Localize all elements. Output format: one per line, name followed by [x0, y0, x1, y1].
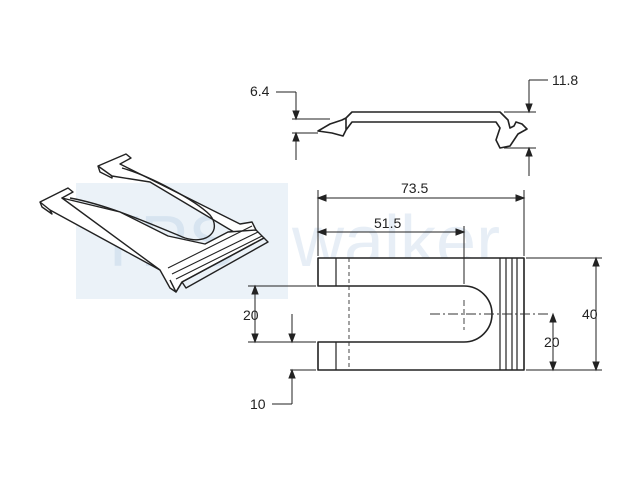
dim-20-right-label: 20	[544, 334, 560, 350]
dim-51-5-label: 51.5	[374, 215, 401, 231]
dim-20-left	[248, 284, 316, 344]
dim-20-left-arrow-bottom	[251, 333, 259, 344]
iso-ridges	[167, 225, 263, 280]
dim-51-5-arrow-right	[455, 228, 466, 236]
dim-6-4-arrow-bottom	[292, 131, 300, 142]
dim-11-8	[504, 79, 548, 176]
dim-73-5-label: 73.5	[401, 180, 428, 196]
dim-73-5-arrow-left	[316, 194, 327, 202]
dim-51-5-arrow-left	[316, 228, 327, 236]
side-view	[317, 111, 528, 149]
dim-51-5	[316, 226, 466, 284]
profile-outline	[317, 111, 528, 149]
dim-11-8-arrow-bottom	[525, 146, 533, 157]
iso-right-arm	[97, 153, 258, 239]
dim-11-8-label: 11.8	[552, 72, 578, 88]
dim-73-5-arrow-right	[515, 194, 526, 202]
dim-73-5	[316, 190, 526, 256]
dim-6-4-arrow-top	[292, 110, 300, 121]
dim-40-arrow-top	[592, 256, 600, 267]
plan-view	[317, 257, 548, 371]
isometric-view	[39, 153, 269, 293]
dim-20-left-arrow-top	[251, 284, 259, 295]
dim-10	[272, 314, 316, 405]
dim-20-right-arrow-top	[549, 312, 557, 323]
iso-right-arm-edge	[97, 165, 113, 179]
dim-20-left-label: 20	[243, 307, 259, 323]
iso-lip	[169, 237, 269, 293]
iso-left-arm-edge	[39, 201, 53, 215]
dim-10-label: 10	[250, 396, 266, 412]
iso-base	[61, 197, 265, 293]
dim-10-arrow-bottom	[288, 368, 296, 379]
dim-40-arrow-bottom	[592, 361, 600, 372]
dim-6-4-label: 6.4	[250, 83, 270, 99]
dim-6-4	[276, 91, 330, 160]
dim-10-arrow-top	[288, 333, 296, 344]
plan-outline	[317, 257, 525, 371]
dim-20-right-arrow-bottom	[549, 361, 557, 372]
dim-40-label: 40	[582, 306, 598, 322]
dim-11-8-arrow-top	[525, 103, 533, 114]
dim-20-right	[526, 312, 560, 372]
